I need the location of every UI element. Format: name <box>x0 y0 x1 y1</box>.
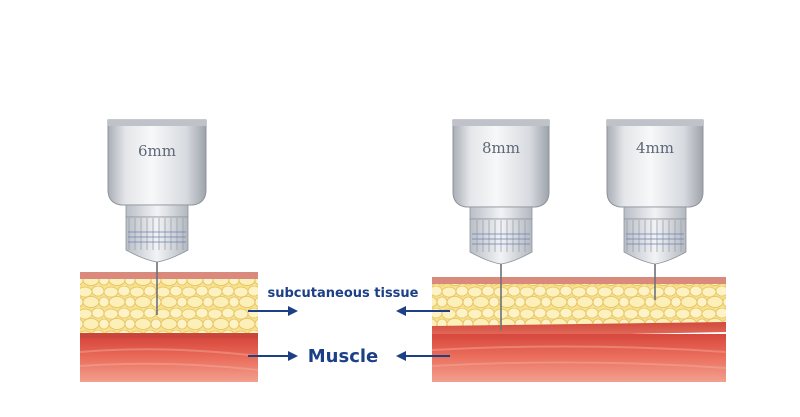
needle-length-label: 8mm <box>482 139 520 157</box>
tissue-block-right <box>431 277 727 382</box>
arrow-to-left-muscle <box>248 351 298 361</box>
needle-hub <box>623 206 687 220</box>
skin-layer-right <box>432 277 726 285</box>
pen-needle-6mm: 6mm <box>107 119 207 315</box>
needle-cap <box>606 119 704 208</box>
needle-hub <box>469 206 533 220</box>
needle-length-label: 6mm <box>138 142 176 160</box>
needle-hub <box>125 204 189 218</box>
arrow-to-right-fat <box>396 306 450 316</box>
needle-length-label: 4mm <box>636 139 674 157</box>
arrow-to-right-muscle <box>396 351 450 361</box>
needle-cap <box>107 119 207 206</box>
fascia-layer-left <box>80 333 258 339</box>
muscle-layer-left <box>80 338 258 382</box>
fat-layer-left <box>80 279 258 334</box>
muscle-layer-right <box>432 334 726 382</box>
arrow-to-left-fat <box>248 306 298 316</box>
tissue-block-left <box>79 272 259 382</box>
pen-needle-4mm: 4mm <box>606 119 704 300</box>
pen-needle-8mm: 8mm <box>452 119 550 330</box>
subcutaneous-tissue-label: subcutaneous tissue <box>268 286 419 301</box>
fat-layer-right <box>432 284 726 326</box>
skin-layer-left <box>80 272 258 280</box>
needle-cap <box>452 119 550 208</box>
muscle-label: Muscle <box>308 346 379 367</box>
